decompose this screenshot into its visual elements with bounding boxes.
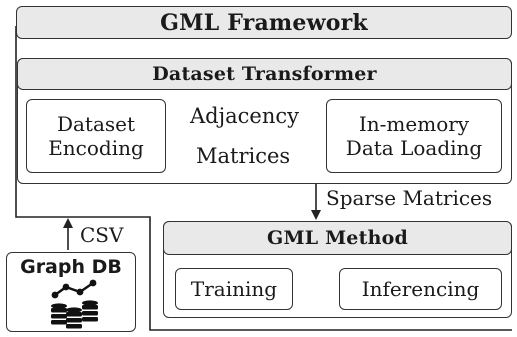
framework-header: GML Framework (16, 6, 512, 39)
in-memory-loading-label: In-memory Data Loading (345, 112, 483, 160)
graph-db-title: Graph DB (20, 256, 122, 278)
inferencing-label: Inferencing (361, 277, 480, 301)
inferencing-box: Inferencing (339, 268, 502, 310)
dataset-encoding-box: Dataset Encoding (26, 99, 166, 173)
framework-boundary (15, 26, 512, 331)
training-box: Training (175, 268, 293, 310)
csv-label: CSV (80, 223, 124, 247)
dataset-encoding-label: Dataset Encoding (48, 112, 144, 160)
dataset-transformer-title: Dataset Transformer (152, 63, 377, 85)
graph-db-box: Graph DB (6, 252, 136, 332)
edge-label-matrices: Matrices (196, 144, 291, 168)
edge-label-adjacency: Adjacency (190, 104, 299, 128)
training-label: Training (190, 277, 278, 301)
gml-method-header: GML Method (163, 221, 512, 255)
dataset-transformer-header: Dataset Transformer (17, 58, 512, 90)
framework-title: GML Framework (160, 9, 368, 36)
gml-method-title: GML Method (267, 227, 408, 249)
in-memory-loading-box: In-memory Data Loading (326, 99, 502, 173)
sparse-matrices-label: Sparse Matrices (326, 186, 493, 210)
graph-database-icon (51, 279, 98, 329)
